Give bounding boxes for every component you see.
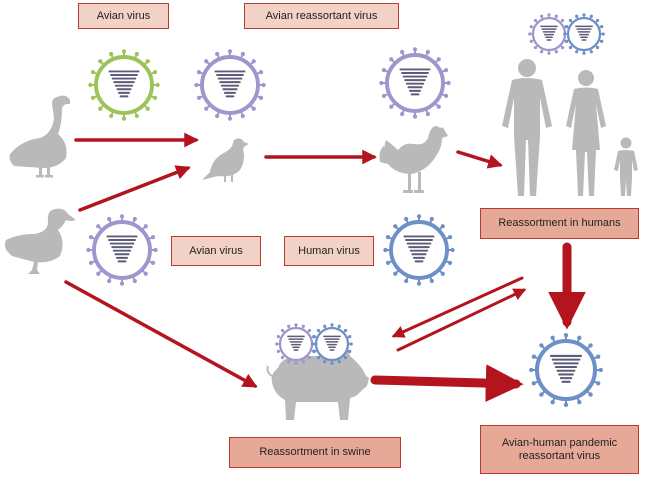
label-pandemic-line2: reassortant virus — [518, 449, 601, 462]
label-reassortment-humans: Reassortment in humans — [480, 208, 639, 239]
arrow-chicken-to-humans — [456, 150, 503, 169]
virus-icon — [86, 214, 158, 286]
arrow-swine-to-reassortant — [370, 364, 524, 403]
label-avian-virus-top: Avian virus — [78, 3, 169, 29]
virus-icon — [379, 47, 451, 119]
label-avian-virus-mid: Avian virus — [171, 236, 261, 266]
label-pandemic-reassortant-virus: Avian-human pandemic reassortant virus — [480, 425, 639, 474]
arrows — [64, 132, 586, 403]
quail-icon — [202, 138, 249, 182]
arrow-pandemic-to-swine — [391, 276, 524, 338]
human-family-icon — [502, 59, 638, 196]
goose-icon — [9, 95, 70, 178]
arrow-duck-to-swine — [64, 280, 258, 388]
duck-icon — [4, 208, 77, 274]
label-avian-reassortant-virus: Avian reassortant virus — [244, 3, 399, 29]
arrow-swine-to-pandemic — [396, 288, 527, 352]
label-human-virus: Human virus — [284, 236, 374, 266]
virus-icon — [88, 49, 160, 121]
rooster-icon — [379, 126, 448, 193]
virus-icon — [311, 323, 353, 365]
arrow-duck-to-quail — [78, 165, 191, 212]
label-pandemic-line1: Avian-human pandemic — [501, 436, 618, 449]
virus-icon — [275, 323, 317, 365]
virus-icon — [194, 49, 266, 121]
virus-icon — [383, 214, 455, 286]
label-reassortment-swine: Reassortment in swine — [229, 437, 401, 468]
virus-icon — [529, 333, 603, 407]
virus-icon — [563, 13, 605, 55]
